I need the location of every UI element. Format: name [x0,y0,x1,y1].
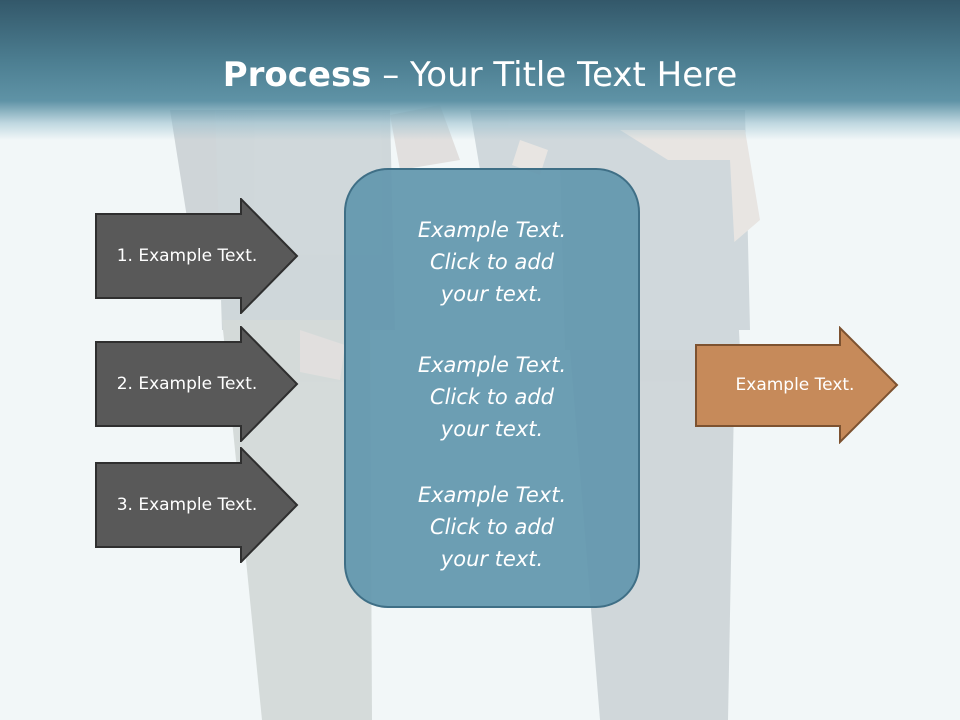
center-box[interactable]: Example Text. Click to add your text. Ex… [344,168,640,608]
title-bar [0,0,960,140]
center-paragraph-2: Example Text. Click to add your text. [346,349,638,445]
paragraph-line: Click to add [429,250,554,274]
paragraph-line: your text. [440,547,544,571]
arrow-shape-icon [95,326,299,442]
input-arrow-label: 1. Example Text. [116,246,258,266]
center-paragraph-3: Example Text. Click to add your text. [346,479,638,575]
title-rest: – Your Title Text Here [371,55,738,95]
output-arrow[interactable]: Example Text. [695,326,900,444]
title-bold: Process [222,55,372,95]
arrow-shape-icon [695,326,899,444]
paragraph-line: Example Text. [417,483,567,507]
arrow-shape-icon [95,198,299,314]
paragraph-line: Example Text. [417,218,567,242]
input-arrow-label: 2. Example Text. [116,374,258,394]
paragraph-line: Click to add [429,385,554,409]
input-arrow-3[interactable]: 3. Example Text. [95,447,300,563]
input-arrow-label: 3. Example Text. [116,495,258,515]
input-arrow-2[interactable]: 2. Example Text. [95,326,300,442]
arrow-shape-icon [95,447,299,563]
slide-title[interactable]: Process – Your Title Text Here [0,52,960,98]
center-paragraph-1: Example Text. Click to add your text. [346,214,638,310]
paragraph-line: your text. [440,417,544,441]
paragraph-line: your text. [440,282,544,306]
output-arrow-label: Example Text. [735,375,855,395]
paragraph-line: Example Text. [417,353,567,377]
input-arrow-1[interactable]: 1. Example Text. [95,198,300,314]
paragraph-line: Click to add [429,515,554,539]
